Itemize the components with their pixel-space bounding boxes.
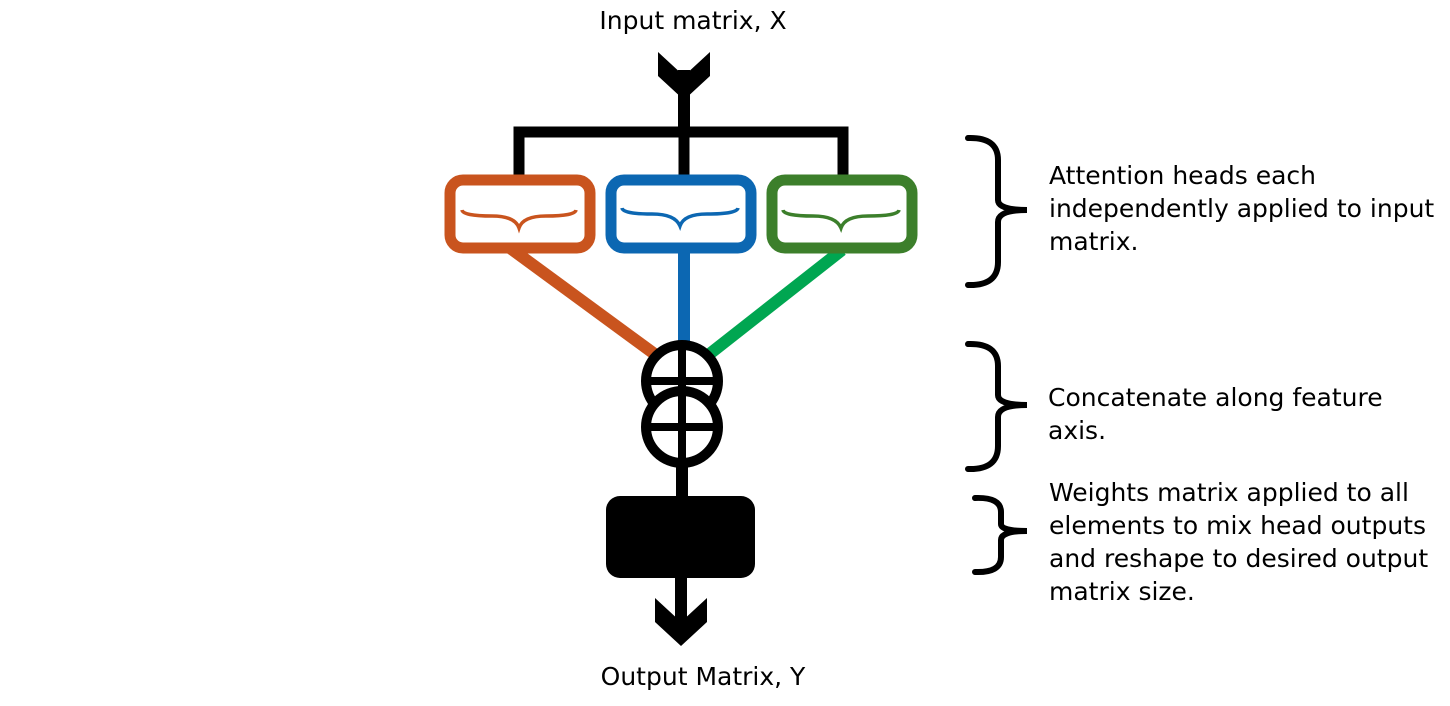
annotation-line: matrix. [1049,227,1139,256]
brace-icon [781,209,901,233]
weights-bracket [972,494,1028,576]
annotation-line: Weights matrix applied to all [1049,478,1409,507]
annotation-line: and reshape to desired output [1049,544,1429,573]
attention-head-1 [444,174,596,254]
attention-head-3 [766,174,918,254]
annotation-line: independently applied to input [1049,194,1435,223]
head-3-output-line [703,245,846,361]
concat-symbol-2 [641,386,723,468]
input-arrow [658,52,710,135]
annotation-heads: Attention heads each independently appli… [1049,159,1444,258]
annotation-line: Concatenate along feature [1048,383,1383,412]
input-label: Input matrix, X [599,6,787,35]
annotation-line: elements to mix head outputs [1049,511,1426,540]
output-arrow [655,576,707,646]
split-connector [513,126,849,178]
brace-icon [620,207,740,231]
annotation-weights: Weights matrix applied to all elements t… [1049,476,1444,608]
annotation-line: matrix size. [1049,577,1195,606]
heads-bracket [965,134,1028,289]
brace-icon [460,209,578,234]
weights-matrix-block [606,496,755,578]
output-label: Output Matrix, Y [600,662,806,691]
annotation-concat: Concatenate along feature axis. [1048,381,1443,447]
head-1-output-line [506,243,664,363]
annotation-line: Attention heads each [1049,161,1317,190]
concat-bracket [965,340,1028,473]
annotation-line: axis. [1048,416,1107,445]
attention-head-2 [605,174,757,254]
